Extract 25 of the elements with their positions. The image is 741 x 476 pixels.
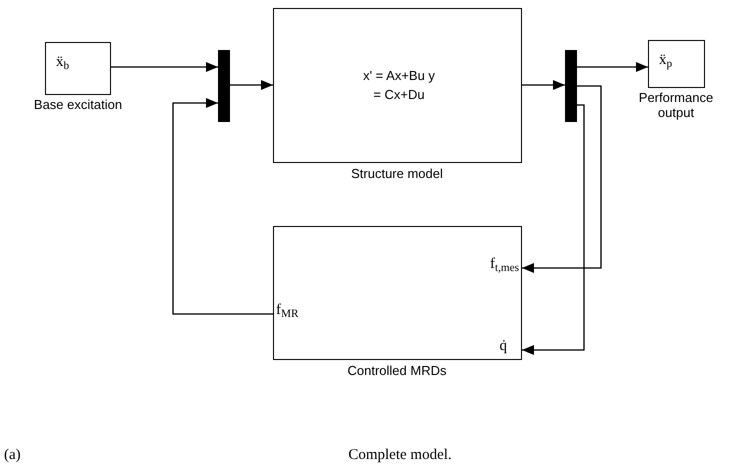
block-caption: Performance output [638, 90, 714, 120]
state-space-block [273, 8, 522, 163]
arrow [522, 85, 602, 273]
block-caption: Base excitation [33, 97, 123, 112]
mux-bar [218, 50, 230, 122]
arrow [577, 62, 648, 72]
signal-label: ẍ$_{b}$ [56, 55, 70, 70]
block-caption: Controlled MRDs [346, 363, 448, 378]
port-label: f$_{MR}$ [276, 303, 299, 318]
arrow [172, 98, 273, 315]
arrow [230, 80, 273, 90]
signal-block [648, 40, 705, 88]
figure-caption: Complete model. [347, 446, 453, 465]
mux-bar [565, 50, 577, 122]
arrow [522, 104, 585, 355]
port-label: f$_{t,mes}$ [490, 257, 519, 272]
arrow [111, 62, 218, 72]
equation-text: x' = Ax+Bu y = Cx+Du [362, 67, 436, 104]
signal-block [45, 42, 111, 95]
port-label: q̇ [500, 339, 507, 354]
subsystem-block [273, 226, 522, 360]
signal-label: ẍ$_{p}$ [659, 53, 672, 68]
arrow [522, 80, 565, 90]
block-caption: Structure model [350, 166, 444, 181]
panel-label: (a) [4, 446, 21, 465]
